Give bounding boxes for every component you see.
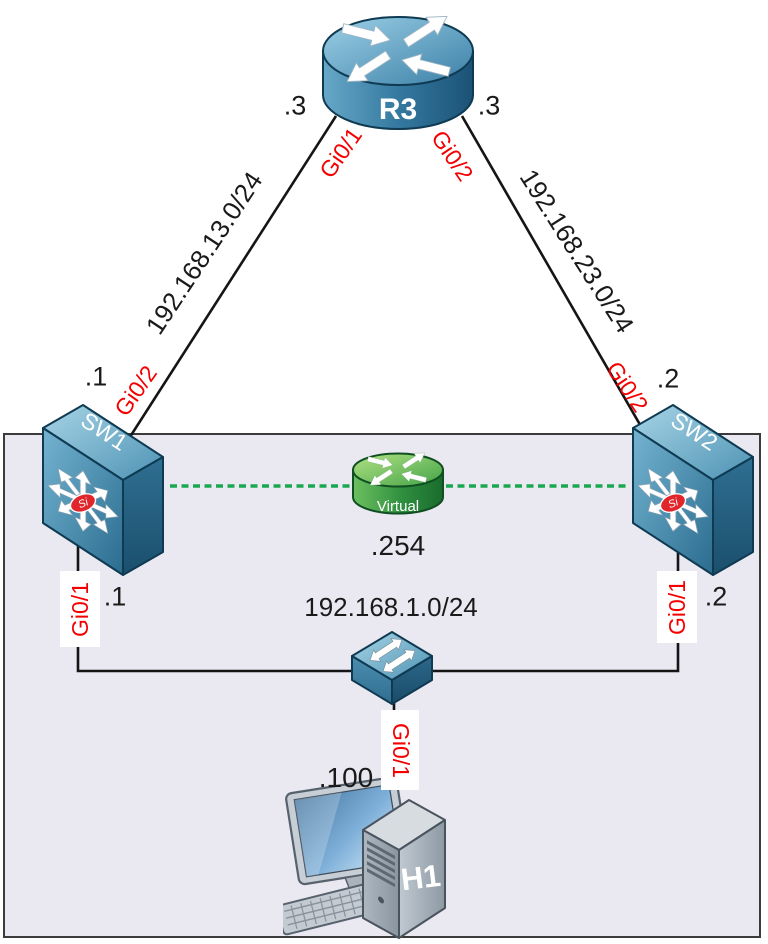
router-arrows-icon	[367, 452, 427, 486]
sw2-lan-ip: .2	[704, 581, 728, 612]
sw1-lan-ip: .1	[103, 581, 127, 612]
virtual-router-icon: Virtual	[350, 452, 446, 522]
r3-ip-right: .3	[477, 90, 501, 121]
h1-ip: .100	[318, 762, 374, 793]
r3-ip-left: .3	[283, 90, 307, 121]
sw2-uplink-ip: .2	[656, 363, 680, 394]
virtual-gateway-ip: .254	[370, 530, 426, 561]
multilayer-arrows-icon	[637, 467, 709, 535]
router-r3-icon: R3	[320, 6, 476, 134]
tower-icon: H1	[362, 799, 446, 939]
router-r3-label: R3	[379, 93, 417, 126]
access-switch-icon	[348, 626, 436, 710]
link-r3-sw2	[460, 115, 652, 443]
si-badge: Si	[69, 493, 97, 513]
tower-vents	[367, 840, 395, 904]
link-r3-sw1	[126, 115, 338, 441]
network-lan-label: 192.168.1.0/24	[304, 592, 478, 622]
router-arrows-icon	[340, 15, 452, 83]
host-h1-label: H1	[399, 858, 443, 898]
h1-gi01-label: Gi0/1	[381, 710, 419, 790]
sw1-uplink-ip: .1	[84, 361, 108, 392]
si-badge: Si	[659, 493, 687, 513]
sw1-gi01-label: Gi0/1	[60, 571, 100, 647]
sw2-gi01-label: Gi0/1	[657, 571, 697, 643]
switch-sw1-icon: Si SW1	[40, 402, 166, 580]
host-h1-icon: H1	[276, 776, 458, 940]
switch-sw2-icon: Si SW2	[630, 402, 756, 580]
virtual-router-label: Virtual	[377, 498, 419, 515]
switch-arrows-icon	[369, 638, 416, 673]
